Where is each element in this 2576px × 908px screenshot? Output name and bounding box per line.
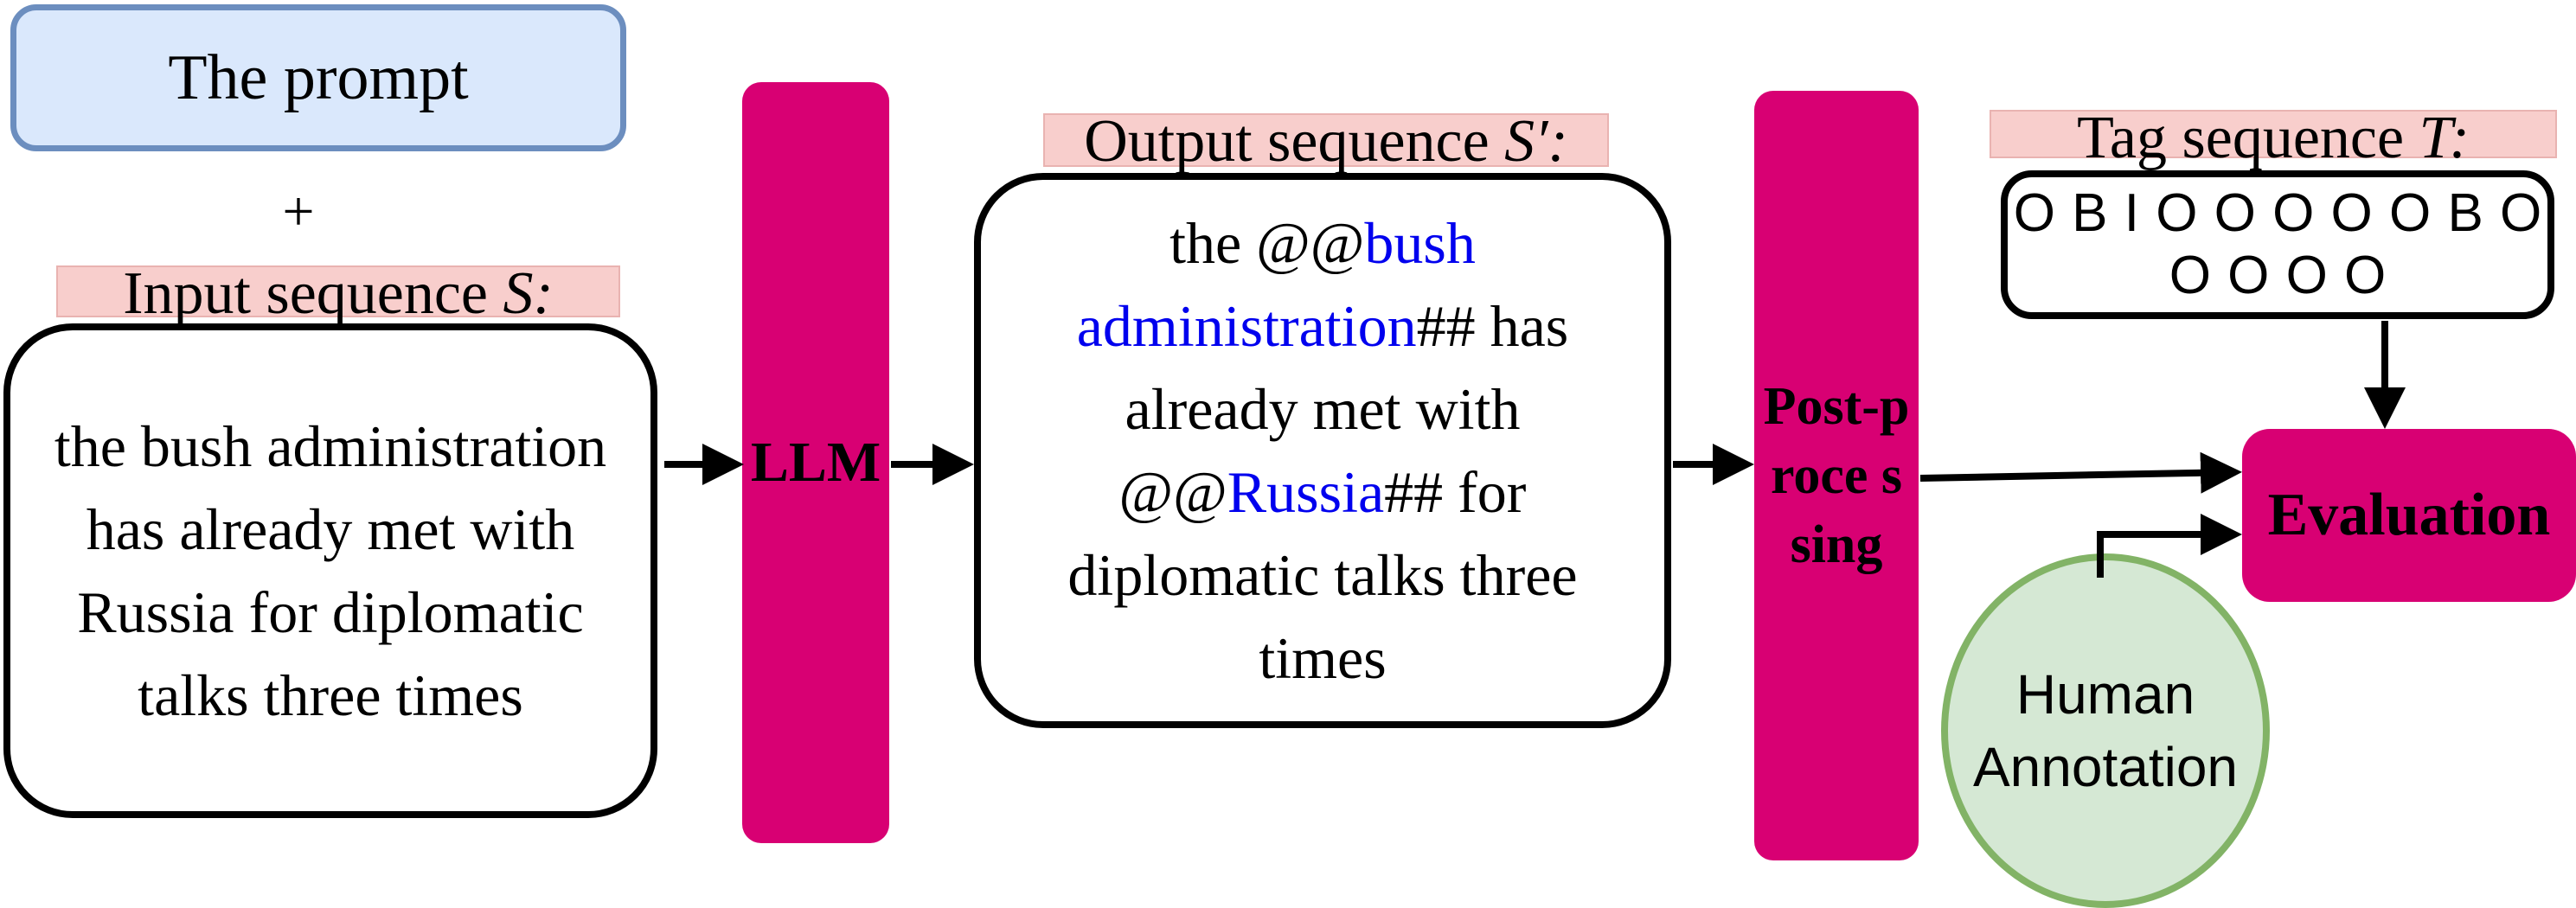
output-text-part3: ## for diplomatic talks three times — [1067, 459, 1578, 691]
evaluation-block: Evaluation — [2242, 429, 2576, 602]
tag-sequence-box: O B I O O O O O B O O O O O — [2001, 170, 2554, 319]
output-entity-2: Russia — [1227, 459, 1385, 525]
tag-label-variable: T: — [2419, 105, 2470, 171]
tag-label-text: Tag sequence — [2077, 105, 2419, 171]
output-sequence-text: the @@bush administration## has already … — [1007, 201, 1638, 700]
input-label-variable: S: — [503, 260, 554, 327]
postprocessing-label: Post-proce ssing — [1763, 377, 1910, 574]
tag-sequence-line-2: O O O O — [2169, 246, 2387, 305]
evaluation-label: Evaluation — [2267, 482, 2551, 548]
arrow-postprocessing-to-evaluation — [1919, 451, 2242, 494]
output-text-part2: ## has already met with @@ — [1118, 293, 1569, 525]
prompt-box: The prompt — [10, 4, 626, 151]
output-entity-1: bush administration — [1076, 210, 1476, 359]
input-sequence-box: the bush administration has already met … — [3, 323, 657, 818]
llm-block: LLM — [742, 82, 889, 843]
input-sequence-text: the bush administration has already met … — [54, 413, 607, 728]
tag-sequence-label: Tag sequence T: — [1990, 108, 2557, 169]
output-sequence-label: Output sequence S′: — [1043, 112, 1609, 172]
tag-sequence-line-1: O B I O O O O O B O — [2013, 183, 2542, 243]
input-label-text: Input sequence — [123, 260, 503, 327]
human-annotation-line-1: Human — [2015, 663, 2195, 726]
prompt-label: The prompt — [168, 42, 469, 113]
human-annotation-node: Human Annotation — [1941, 553, 2270, 908]
output-label-text: Output sequence — [1084, 108, 1505, 175]
llm-label: LLM — [750, 431, 881, 494]
output-text-part1: the @@ — [1169, 210, 1365, 276]
input-sequence-label: Input sequence S: — [56, 264, 620, 324]
output-label-variable: S′: — [1504, 108, 1568, 175]
output-sequence-box: the @@bush administration## has already … — [974, 173, 1671, 728]
human-annotation-line-2: Annotation — [1972, 736, 2239, 798]
postprocessing-block: Post-proce ssing — [1754, 91, 1919, 860]
arrow-human-to-evaluation — [2097, 514, 2242, 578]
plus-sign: + — [282, 180, 315, 243]
